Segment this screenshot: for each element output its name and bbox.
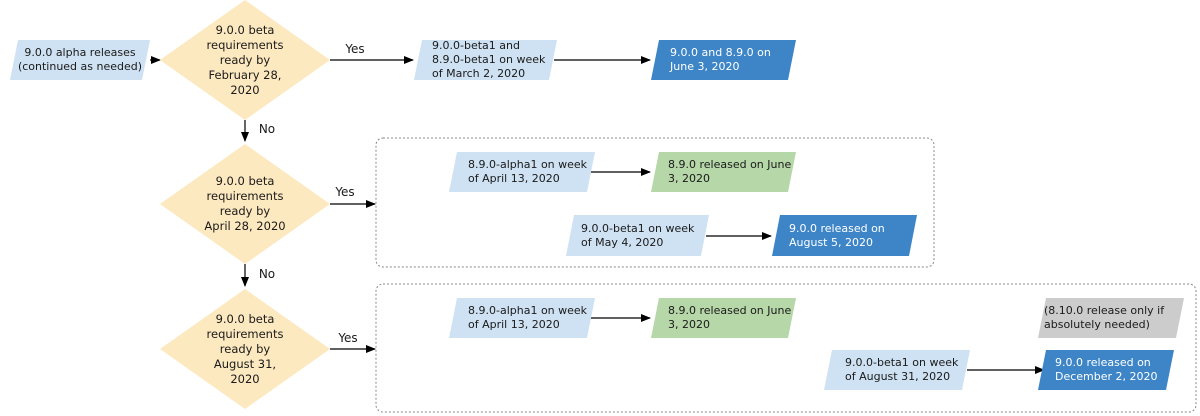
- node-label-line: 8.9.0-alpha1 on week: [468, 304, 588, 317]
- release-900-dec-shape: [1038, 350, 1174, 390]
- node-label-line: of May 4, 2020: [581, 235, 664, 249]
- node-label-line: requirements: [206, 37, 284, 52]
- node-label-line: ready by: [219, 52, 271, 67]
- node-label-line: 9.0.0-beta1 on week: [581, 221, 695, 235]
- node-label-line: 9.0.0 beta: [215, 174, 275, 188]
- scenario-april-group: [375, 137, 935, 268]
- node-label-line: absolutely needed): [1044, 318, 1150, 331]
- node-label-line: 2020: [230, 82, 260, 97]
- node-label-line: of April 13, 2020: [468, 318, 560, 331]
- node-label-line: of August 31, 2020: [845, 370, 951, 383]
- beta-aug-shape: [824, 350, 970, 390]
- beta-may-shape: [566, 215, 709, 256]
- node-label-line: requirements: [206, 326, 284, 341]
- node-label-line: 9.0.0 released on: [789, 221, 885, 235]
- decision-apr-diamond: [160, 144, 330, 264]
- beta-march-shape: [414, 40, 557, 80]
- edge-label-yes-1: Yes: [345, 42, 365, 56]
- scenario-august-group: [375, 283, 1197, 413]
- node-label-line: 8.9.0 released on June: [668, 304, 792, 317]
- release-june-both-shape: [651, 40, 796, 80]
- node-label-line: 2020: [230, 371, 260, 386]
- alpha-releases-shape: [10, 40, 150, 80]
- optional-8100-shape: [1038, 298, 1184, 338]
- node-label-line: ready by: [219, 341, 271, 356]
- node-alpha-releases: 9.0.0 alpha releases(continued as needed…: [14, 40, 146, 80]
- node-label-line: (8.10.0 release only if: [1044, 304, 1165, 317]
- decision-aug-diamond: [160, 289, 330, 409]
- node-label-line: 8.9.0 released on June: [668, 158, 792, 171]
- node-label-line: 9.0.0-beta1 on week: [845, 356, 959, 369]
- node-label-line: April 28, 2020: [204, 219, 286, 233]
- node-label-line: ready by: [219, 204, 271, 218]
- node-label-line: 8.9.0-beta1 on week: [432, 53, 546, 66]
- node-label-line: of April 13, 2020: [468, 172, 560, 185]
- edge-label-no-2: No: [258, 267, 276, 281]
- node-label-line: 9.0.0 alpha releases: [24, 46, 136, 59]
- node-label-line: of March 2, 2020: [432, 67, 526, 80]
- node-label-line: August 5, 2020: [789, 235, 873, 249]
- node-label-line: 9.0.0 beta: [215, 22, 275, 37]
- node-label-line: requirements: [206, 189, 284, 203]
- node-label-line: (continued as needed): [17, 60, 143, 73]
- node-label-line: August 31,: [213, 356, 277, 371]
- node-label-line: 3, 2020: [668, 318, 710, 331]
- alpha-april-2-shape: [449, 298, 595, 338]
- node-label-line: 9.0.0 beta: [215, 311, 275, 326]
- release-890-june-2-shape: [651, 298, 796, 338]
- edge-label-no-1: No: [258, 122, 276, 136]
- node-label-line: February 28,: [208, 67, 282, 82]
- node-label-line: 9.0.0-beta1 and: [432, 39, 520, 52]
- node-label-line: June 3, 2020: [670, 60, 740, 73]
- release-900-aug-shape: [772, 215, 917, 256]
- edge-label-yes-3: Yes: [338, 331, 358, 345]
- alpha-april-1-shape: [449, 152, 595, 192]
- node-label-line: December 2, 2020: [1055, 370, 1158, 383]
- node-label-line: 3, 2020: [668, 172, 710, 185]
- decision-feb-diamond: [160, 0, 330, 120]
- edge-label-yes-2: Yes: [335, 185, 355, 199]
- node-label-line: 8.9.0-alpha1 on week: [468, 158, 588, 171]
- node-label-line: 9.0.0 and 8.9.0 on: [670, 46, 771, 59]
- node-label-line: 9.0.0 released on: [1055, 356, 1151, 369]
- release-890-june-1-shape: [651, 152, 796, 192]
